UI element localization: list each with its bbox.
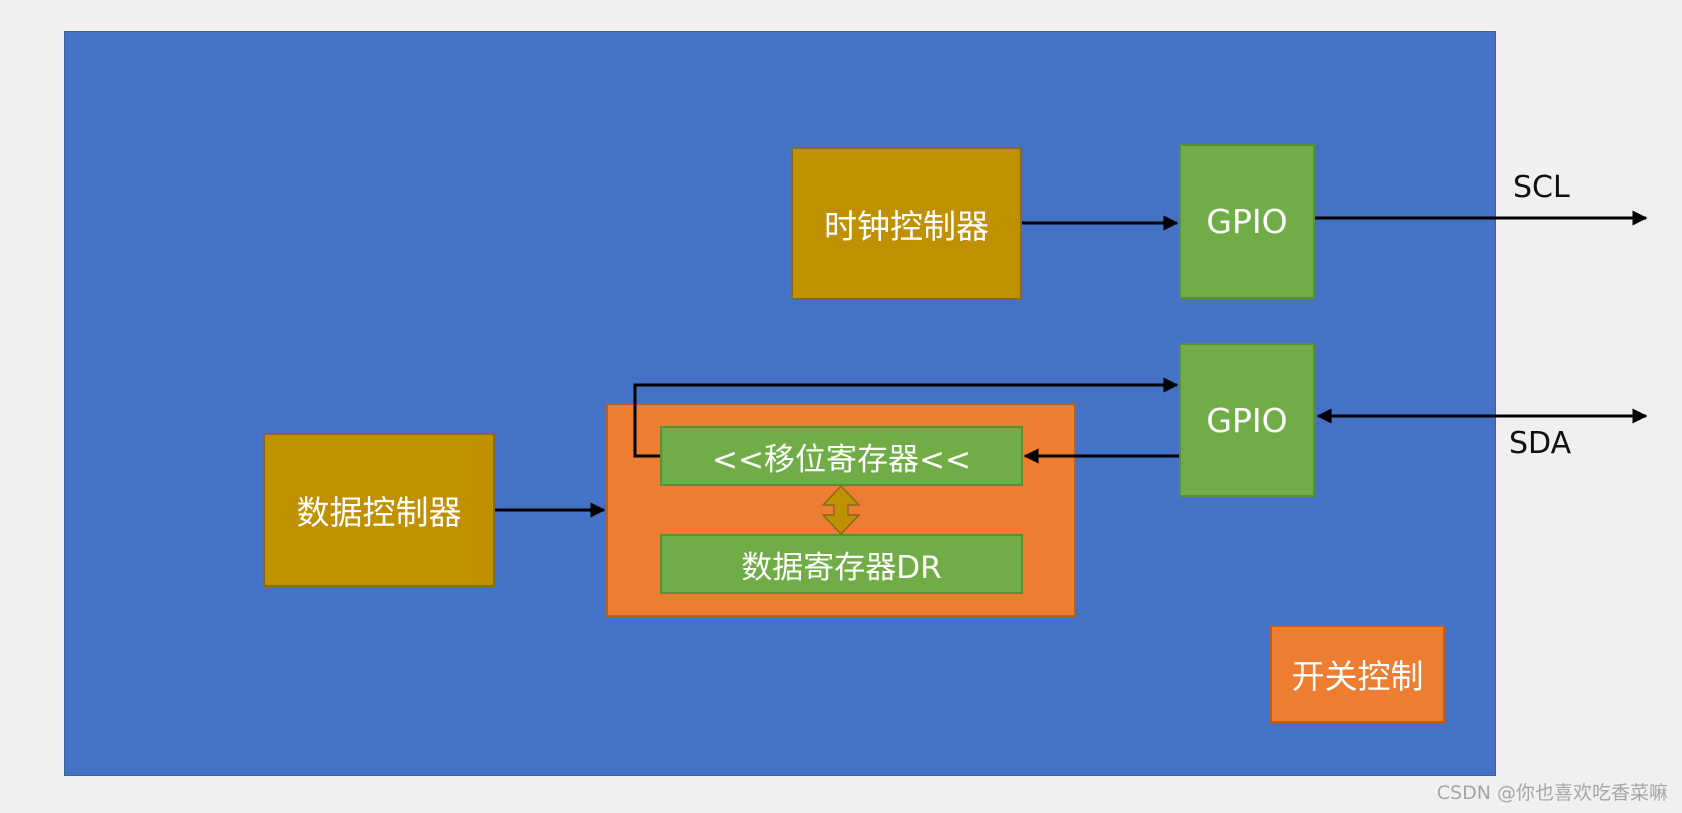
register-transfer-double-arrow: [821, 484, 861, 536]
shift-register: <<移位寄存器<<: [660, 426, 1023, 486]
scl-label: SCL: [1513, 170, 1570, 205]
gpio-scl-label: GPIO: [1206, 202, 1288, 241]
gpio-sda-label: GPIO: [1206, 400, 1288, 440]
watermark: CSDN @你也喜欢吃香菜嘛: [1436, 782, 1668, 804]
gpio-scl: GPIO: [1179, 144, 1315, 299]
switch-control: 开关控制: [1270, 625, 1445, 723]
data-register-label: 数据寄存器DR: [741, 549, 942, 586]
sda-label: SDA: [1509, 426, 1572, 461]
gpio-sda: GPIO: [1179, 343, 1315, 497]
clock-controller-label: 时钟控制器: [824, 206, 989, 246]
data-register: 数据寄存器DR: [660, 534, 1023, 594]
clock-controller: 时钟控制器: [791, 147, 1022, 300]
switch-control-label: 开关控制: [1291, 657, 1424, 696]
data-controller-label: 数据控制器: [296, 493, 462, 532]
shift-register-label: <<移位寄存器<<: [712, 441, 971, 478]
data-controller: 数据控制器: [263, 433, 495, 587]
shift-register-to-gpio-arrow: [633, 377, 1179, 458]
